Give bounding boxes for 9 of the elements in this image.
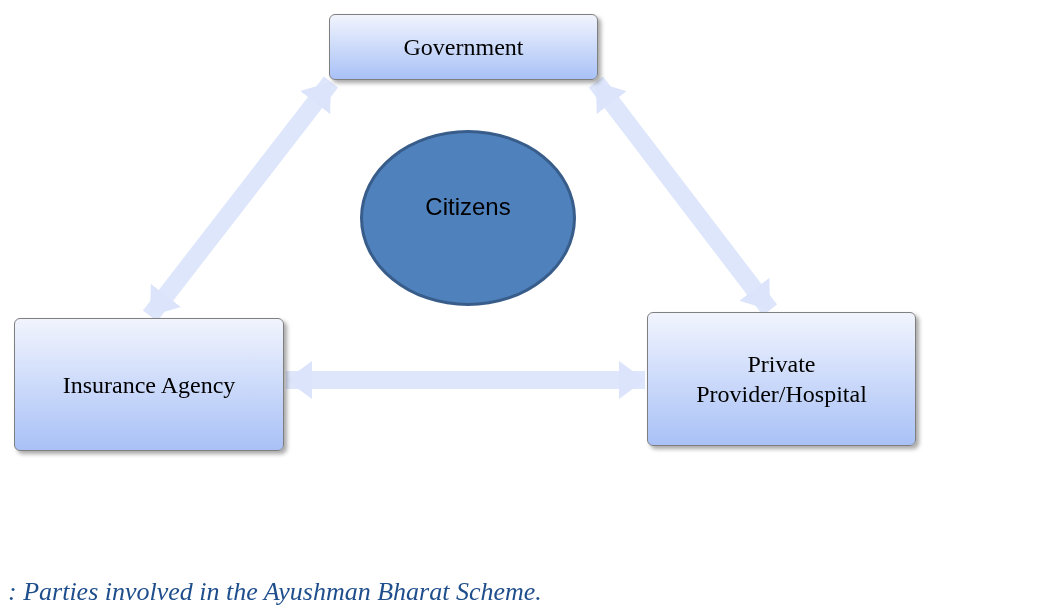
process-box <box>647 312 916 446</box>
node-label: Government <box>403 33 524 62</box>
node-label: Private Provider/Hospital <box>695 350 868 409</box>
figure-caption: : Parties involved in the Ayushman Bharat Scheme. <box>8 576 542 608</box>
node-label: Insurance Agency <box>62 370 236 400</box>
process-box <box>14 318 284 451</box>
double-arrow <box>286 361 645 399</box>
node-label: Citizens <box>425 192 511 222</box>
process-box <box>329 14 598 80</box>
